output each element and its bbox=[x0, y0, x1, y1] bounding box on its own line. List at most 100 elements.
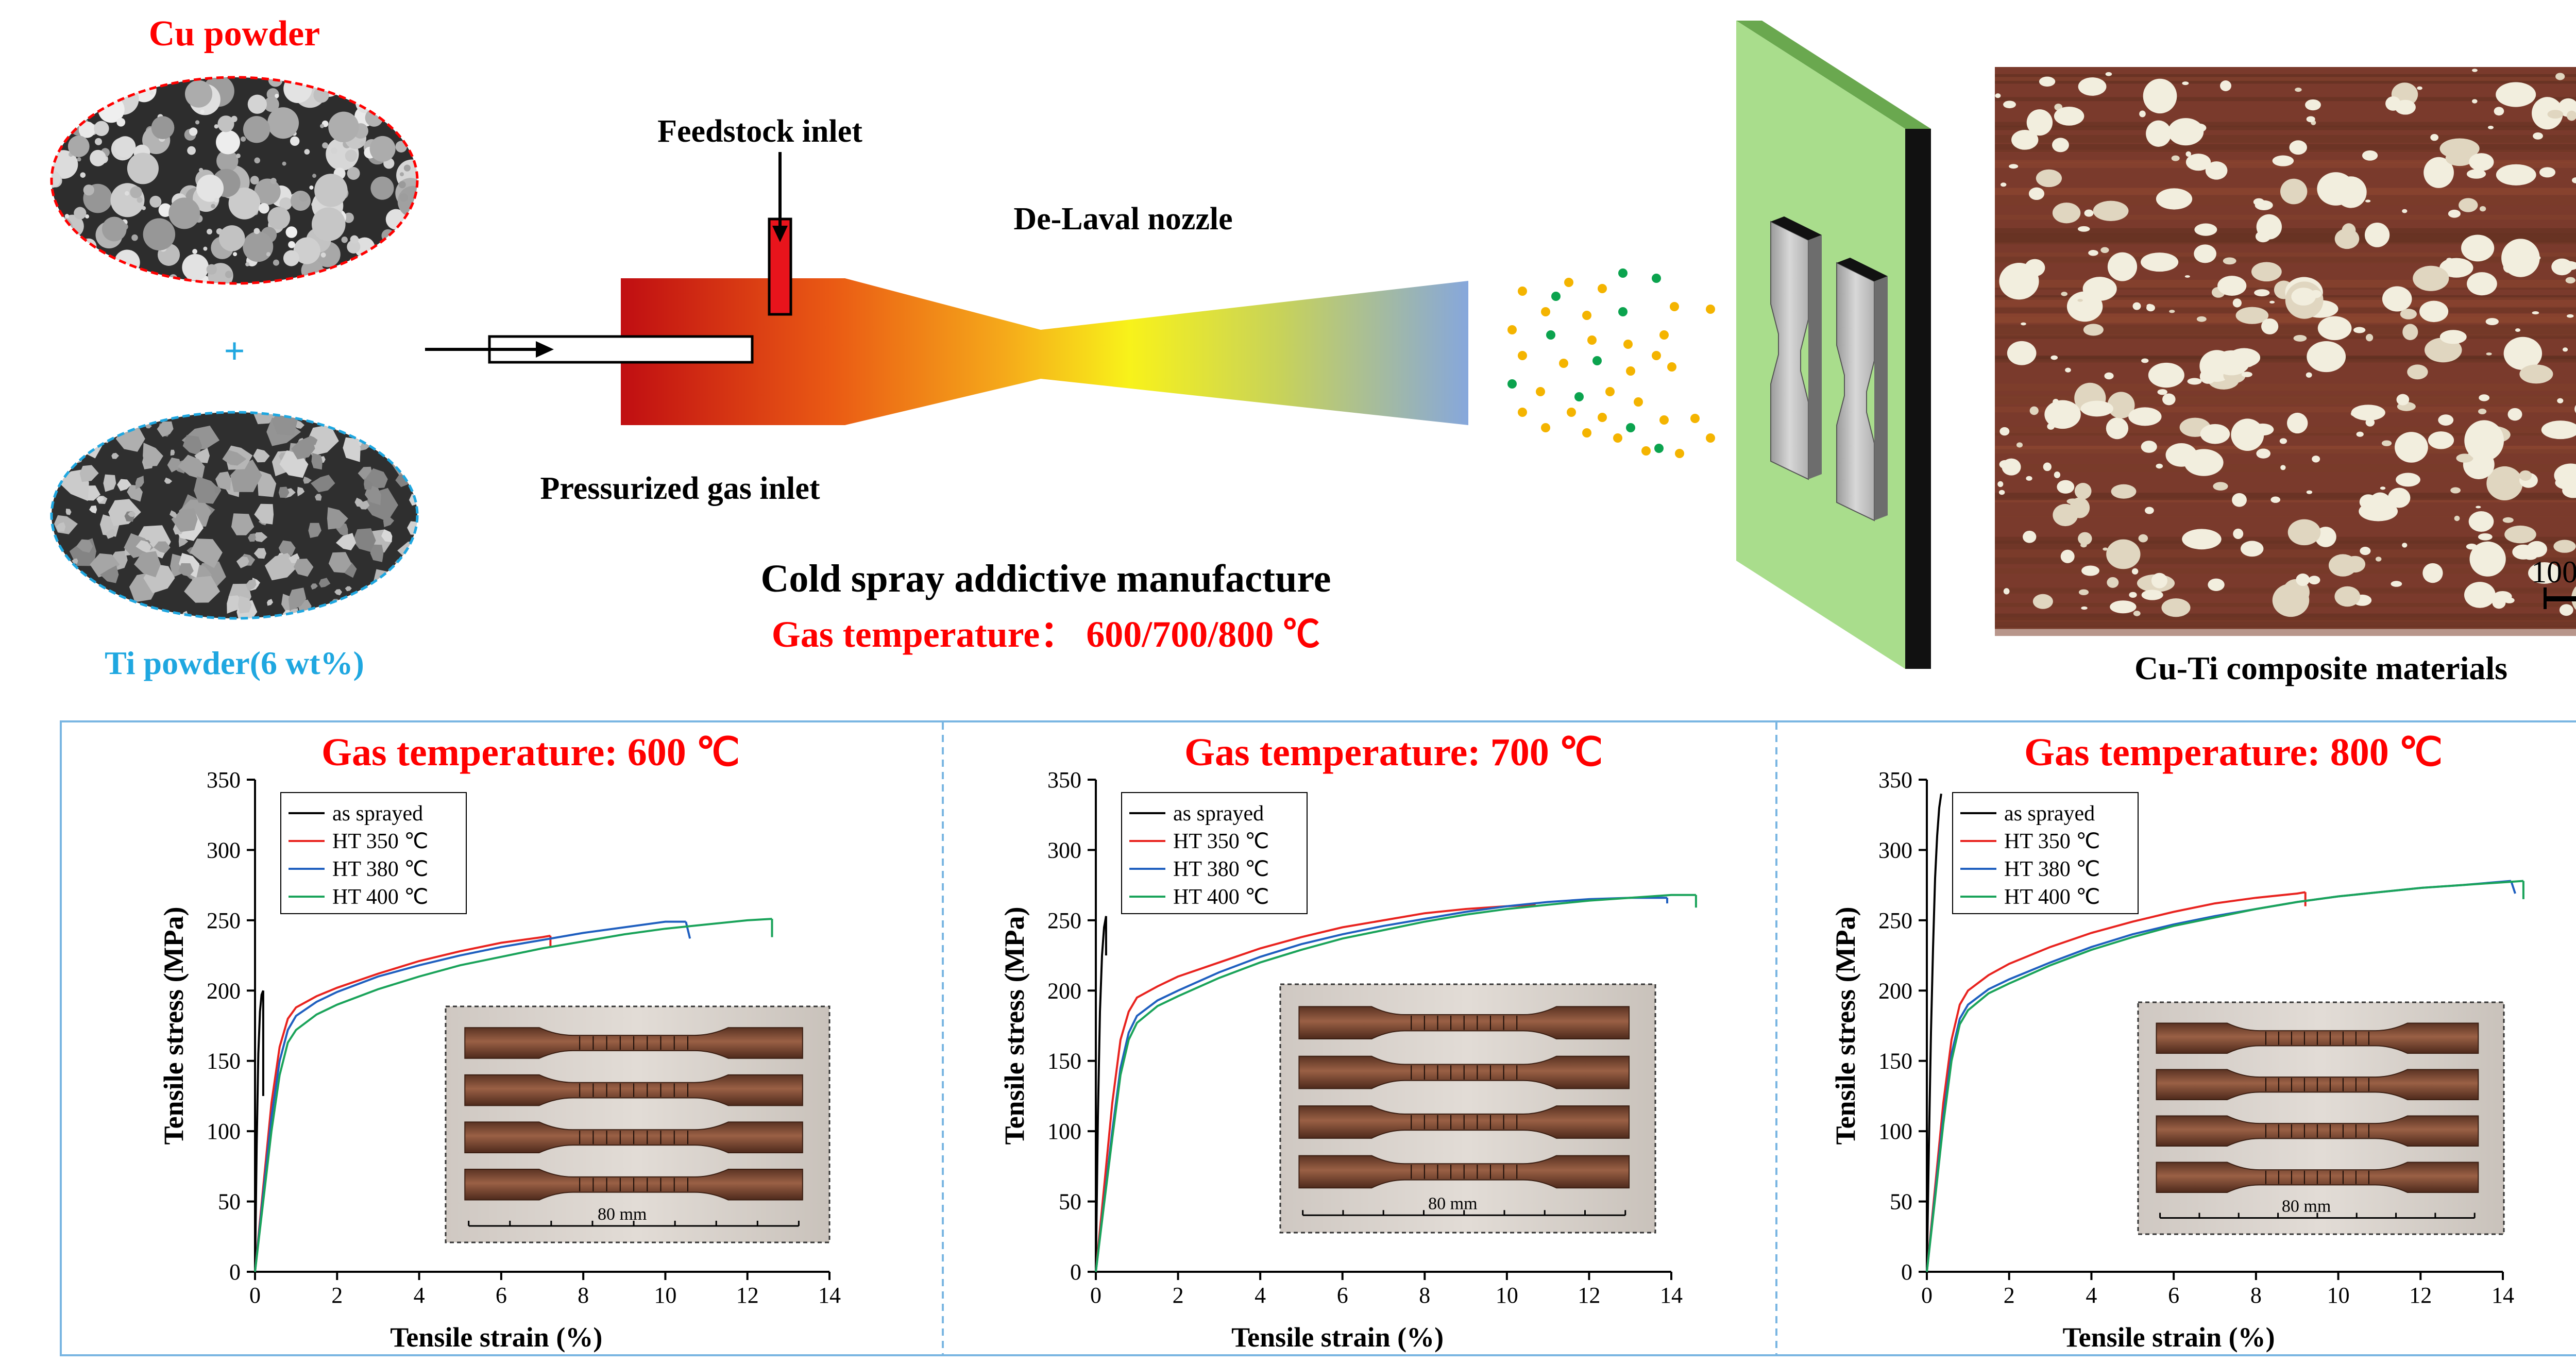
results-panel-border bbox=[60, 720, 2576, 1356]
ti-particle-white bbox=[2532, 97, 2563, 130]
cu-ti-microstructure-image: 100 μm bbox=[1995, 67, 2576, 636]
ti-particle bbox=[334, 589, 343, 596]
ti-particle-white bbox=[2485, 318, 2499, 326]
ti-particle-white bbox=[2464, 420, 2504, 461]
cu-particle bbox=[392, 276, 397, 281]
ti-particle-white bbox=[2487, 126, 2494, 129]
cu-particle bbox=[52, 133, 60, 147]
ti-particle bbox=[407, 521, 417, 535]
ti-particle-white bbox=[2003, 100, 2016, 109]
spray-particle bbox=[1675, 449, 1684, 458]
ti-particle-white bbox=[2065, 367, 2071, 373]
ti-particle-white bbox=[2011, 130, 2039, 150]
ti-particle-white bbox=[2187, 378, 2202, 385]
y-tick-label: 100 bbox=[1047, 1119, 1081, 1144]
ti-particle bbox=[311, 453, 323, 470]
cu-particle bbox=[370, 93, 391, 113]
ti-particle bbox=[372, 569, 401, 596]
ti-particle-white bbox=[2026, 476, 2032, 481]
x-tick-label: 6 bbox=[2168, 1283, 2179, 1308]
ti-particle bbox=[117, 479, 131, 491]
ti-particle-white bbox=[2052, 138, 2069, 153]
ti-particle-white bbox=[2280, 465, 2286, 470]
cu-particle bbox=[331, 147, 337, 154]
ti-particle-white bbox=[2223, 257, 2236, 265]
x-tick-label: 6 bbox=[496, 1283, 507, 1308]
ti-particle bbox=[293, 559, 314, 577]
ti-particle-white bbox=[2107, 392, 2135, 418]
spray-particle bbox=[1546, 330, 1555, 340]
spray-particle bbox=[1541, 307, 1550, 316]
cu-particle bbox=[129, 77, 133, 81]
spray-particle bbox=[1654, 444, 1664, 453]
chart-title: Gas temperature: 600 ℃ bbox=[321, 731, 740, 774]
ti-particle-white bbox=[2232, 298, 2242, 308]
spray-particle bbox=[1587, 335, 1597, 345]
cu-particle bbox=[103, 266, 110, 274]
ti-particle bbox=[278, 486, 290, 498]
cu-particle bbox=[293, 237, 320, 264]
matrix-streak bbox=[1995, 134, 2576, 143]
cu-particle bbox=[60, 254, 88, 282]
cu-particle bbox=[195, 120, 200, 125]
ti-particle bbox=[96, 496, 105, 503]
cu-particle bbox=[403, 225, 408, 229]
cu-particle bbox=[233, 252, 238, 257]
ti-particle-white bbox=[2472, 69, 2478, 72]
ti-particle-white bbox=[2479, 394, 2490, 401]
ti-particle-white bbox=[2328, 554, 2358, 577]
spray-particle bbox=[1536, 387, 1545, 396]
ti-particle-white bbox=[2456, 453, 2473, 463]
ti-particle-white bbox=[2486, 352, 2492, 356]
cu-particle bbox=[243, 116, 270, 143]
spray-particle bbox=[1670, 302, 1679, 311]
specimen-photo-inset: 80 mm bbox=[2137, 1001, 2505, 1235]
cu-particle bbox=[95, 138, 102, 145]
ti-particle-white bbox=[2270, 496, 2281, 503]
ti-particle-white bbox=[2533, 132, 2543, 140]
x-tick-label: 10 bbox=[1496, 1283, 1518, 1308]
ti-particle-white bbox=[2106, 539, 2141, 569]
cu-particle bbox=[264, 96, 279, 112]
x-tick-label: 14 bbox=[2492, 1283, 2514, 1308]
ti-particle-white bbox=[2351, 405, 2385, 421]
cu-particle bbox=[309, 185, 314, 190]
cu-particle bbox=[131, 234, 138, 241]
ti-particle-white bbox=[2053, 503, 2078, 527]
cu-particle bbox=[130, 186, 142, 198]
gas-temperature-label: Gas temperature： 600/700/800 ℃ bbox=[772, 614, 1320, 655]
ti-particle-white bbox=[1998, 490, 2005, 495]
x-tick-label: 10 bbox=[654, 1283, 676, 1308]
x-tick-label: 12 bbox=[2409, 1283, 2432, 1308]
ti-particle-white bbox=[2182, 529, 2222, 550]
ti-particle-white bbox=[2081, 565, 2099, 576]
ti-particle-white bbox=[2128, 407, 2162, 426]
ti-particle bbox=[52, 437, 74, 463]
ti-particle-white bbox=[2308, 576, 2320, 585]
matrix-streak bbox=[1995, 621, 2576, 627]
y-axis-label: Tensile stress (MPa) bbox=[999, 907, 1030, 1145]
ti-particle-white bbox=[2402, 209, 2408, 213]
series-line bbox=[254, 920, 691, 1272]
ti-particle-white bbox=[2296, 573, 2310, 586]
feedstock-inlet-label: Feedstock inlet bbox=[657, 114, 862, 149]
spray-particle bbox=[1706, 305, 1715, 314]
ti-particle-white bbox=[2454, 515, 2460, 521]
ti-particle-white bbox=[2251, 423, 2274, 436]
ti-particle-white bbox=[2133, 611, 2141, 616]
ti-particle-white bbox=[2365, 199, 2371, 203]
ti-particle-white bbox=[2375, 557, 2382, 562]
ti-particle bbox=[370, 544, 384, 562]
ti-particle-white bbox=[2439, 138, 2480, 159]
spray-particle bbox=[1582, 428, 1591, 437]
y-tick-label: 100 bbox=[1878, 1119, 1912, 1144]
ti-particle bbox=[360, 424, 378, 441]
ti-particle-white bbox=[2365, 333, 2374, 342]
cu-particle bbox=[77, 157, 81, 162]
cu-particle bbox=[393, 93, 399, 100]
cu-particle bbox=[389, 99, 416, 126]
composite-label: Cu-Ti composite materials bbox=[2134, 650, 2507, 686]
ti-particle bbox=[134, 551, 161, 578]
ti-particle-white bbox=[2512, 544, 2535, 560]
cu-powder-label: Cu powder bbox=[149, 14, 320, 54]
